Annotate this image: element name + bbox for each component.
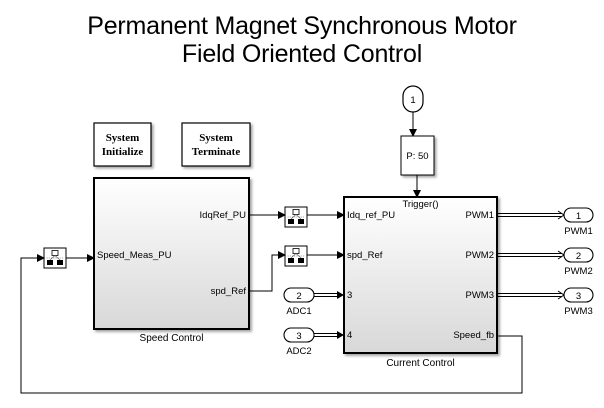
outport-pwm2-number: 2	[576, 251, 581, 262]
current-control-label: Current Control	[386, 358, 454, 369]
outport-pwm1-number: 1	[576, 211, 581, 222]
speed-control-label: Speed Control	[140, 333, 204, 344]
current-control-input-4: 4	[347, 330, 352, 341]
current-control-output-pwm3: PWM3	[466, 290, 495, 301]
speed-control-output-spdref: spd_Ref	[211, 286, 247, 297]
outport-pwm1-label: PWM1	[564, 226, 593, 237]
current-control-input-idq-ref: Idq_ref_PU	[347, 210, 395, 221]
signal-line-speed-feedback[interactable]	[20, 254, 523, 394]
trigger-inport-number: 1	[410, 95, 415, 106]
current-control-output-pwm1: PWM1	[466, 210, 495, 221]
current-control-input-3: 3	[347, 290, 352, 301]
signal-line-spdref-to-rt[interactable]	[249, 251, 286, 292]
current-control-input-spd-ref: spd_Ref	[347, 250, 383, 261]
system-initialize-block[interactable]: System Initialize	[93, 122, 152, 167]
outport-pwm2-label: PWM2	[564, 266, 593, 277]
signal-line-pwm2[interactable]	[497, 250, 565, 260]
signal-line-pwm1[interactable]	[497, 210, 565, 220]
diagram-title: Permanent Magnet Synchronous Motor Field…	[0, 12, 604, 68]
title-line-1: Permanent Magnet Synchronous Motor	[87, 12, 517, 40]
speed-control-input-speed-meas: Speed_Meas_PU	[97, 250, 172, 261]
rate-transition-icon[interactable]	[43, 247, 67, 269]
outport-pwm3-label: PWM3	[564, 306, 593, 317]
priority-block[interactable]: P: 50	[400, 135, 435, 176]
signal-line-adc2[interactable]	[314, 331, 344, 339]
system-terminate-block[interactable]: System Terminate	[181, 122, 251, 167]
title-line-2: Field Oriented Control	[181, 40, 423, 68]
inport-adc1-label: ADC1	[286, 306, 311, 317]
current-control-output-speed-fb: Speed_fb	[453, 330, 494, 341]
inport-adc2-label: ADC2	[286, 346, 311, 357]
speed-control-block[interactable]: Speed_Meas_PU IdqRef_PU spd_Ref	[93, 177, 250, 330]
inport-adc1-number: 2	[296, 291, 301, 302]
system-initialize-line2: Initialize	[102, 146, 144, 158]
signal-line-adc1[interactable]	[314, 291, 344, 299]
trigger-inport[interactable]: 1	[402, 85, 424, 113]
current-control-block[interactable]: Trigger() Idq_ref_PU spd_Ref 3 4 PWM1 PW…	[343, 196, 498, 354]
signal-line-pwm3[interactable]	[497, 290, 565, 300]
system-terminate-line1: System	[199, 132, 233, 144]
outport-pwm3[interactable]: 3	[563, 287, 594, 303]
outport-pwm3-number: 3	[576, 291, 581, 302]
current-control-output-pwm2: PWM2	[466, 250, 495, 261]
priority-label: P: 50	[406, 151, 428, 162]
inport-adc1[interactable]: 2	[283, 287, 315, 303]
system-initialize-line1: System	[106, 132, 140, 144]
rate-transition-icon[interactable]	[284, 206, 308, 228]
current-control-trigger-label: Trigger()	[402, 199, 438, 210]
speed-control-output-idqref: IdqRef_PU	[200, 210, 247, 221]
outport-pwm2[interactable]: 2	[563, 247, 594, 263]
inport-adc2-number: 3	[296, 331, 301, 342]
rate-transition-icon[interactable]	[284, 245, 308, 267]
outport-pwm1[interactable]: 1	[563, 207, 594, 223]
system-terminate-line2: Terminate	[192, 146, 241, 158]
inport-adc2[interactable]: 3	[283, 327, 315, 343]
